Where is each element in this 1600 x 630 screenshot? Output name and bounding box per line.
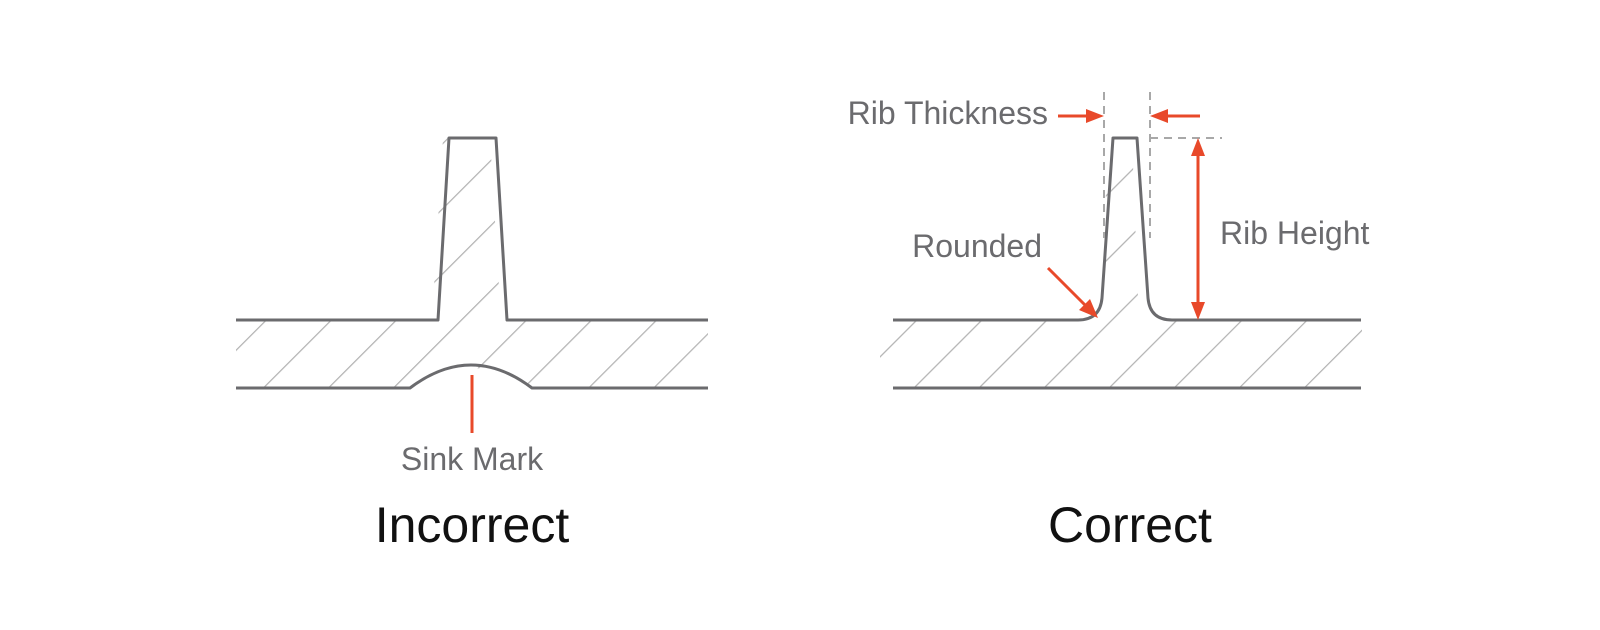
rib-thickness-label: Rib Thickness	[848, 95, 1048, 131]
correct-hatch-fill	[880, 138, 1362, 388]
correct-part-outline	[893, 136, 1361, 322]
incorrect-panel: Sink Mark Incorrect	[236, 136, 708, 553]
correct-caption: Correct	[1048, 497, 1212, 553]
rib-height-label: Rib Height	[1220, 215, 1370, 251]
rounded-leader-head	[1079, 299, 1098, 318]
sink-mark-label: Sink Mark	[401, 441, 544, 477]
incorrect-hatch-fill	[236, 138, 708, 388]
rounded-leader	[1046, 266, 1088, 308]
incorrect-bottom-outline	[236, 363, 708, 390]
correct-panel: Rib Thickness Rib Height Rounded Correct	[848, 92, 1370, 553]
thickness-arrow-left-head	[1086, 109, 1104, 123]
height-arrow-bottom-head	[1191, 302, 1205, 320]
height-arrow-top-head	[1191, 138, 1205, 156]
thickness-arrow-right-head	[1150, 109, 1168, 123]
rounded-label: Rounded	[912, 228, 1042, 264]
incorrect-part-outline	[236, 136, 708, 322]
incorrect-caption: Incorrect	[375, 497, 570, 553]
